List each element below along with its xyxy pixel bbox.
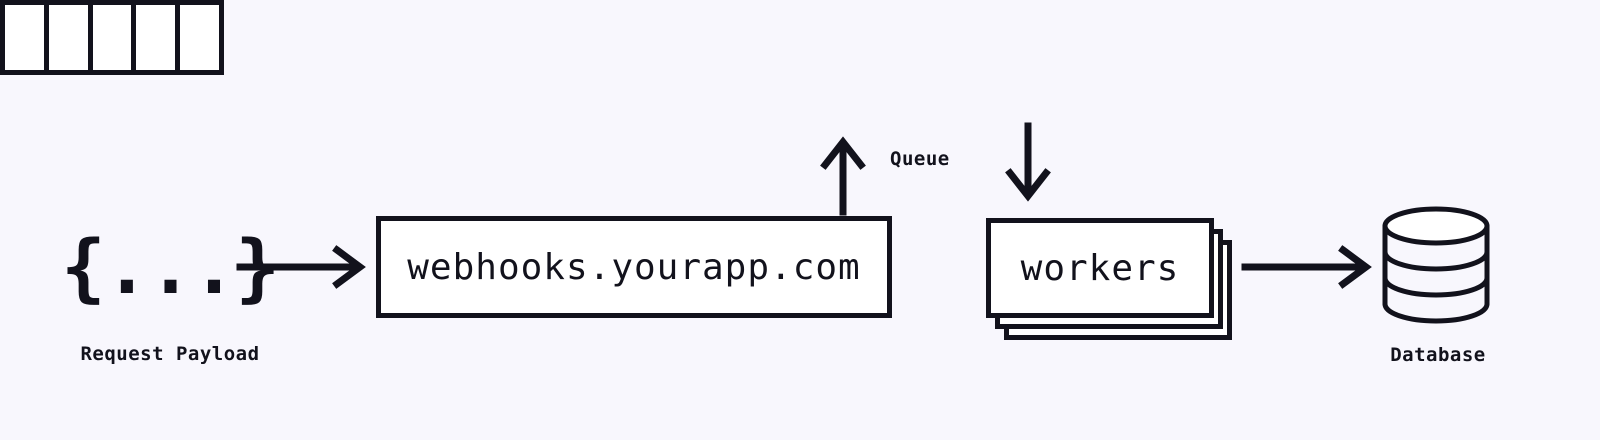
arrow-workers-to-database [1241, 245, 1372, 289]
queue-box [0, 0, 224, 75]
queue-cell [49, 5, 93, 70]
request-payload-node: {...} [61, 218, 280, 318]
arrow-queue-to-workers [1005, 122, 1051, 202]
queue-cell [5, 5, 49, 70]
database-label: Database [1390, 344, 1486, 366]
json-braces-icon: {...} [61, 225, 280, 311]
workers-stack-layer-front: workers [986, 218, 1214, 318]
request-payload-label: Request Payload [80, 343, 260, 365]
queue-cell [93, 5, 137, 70]
queue-cell [180, 5, 219, 70]
arrow-endpoint-to-queue [820, 136, 866, 216]
webhooks-endpoint-label: webhooks.yourapp.com [407, 246, 861, 288]
database-cylinder-icon [1380, 206, 1492, 324]
queue-label: Queue [890, 148, 950, 170]
queue-cell [136, 5, 181, 70]
workers-node: workers [986, 218, 1236, 343]
webhooks-endpoint-box: webhooks.yourapp.com [376, 216, 892, 318]
workers-label: workers [1020, 247, 1180, 289]
